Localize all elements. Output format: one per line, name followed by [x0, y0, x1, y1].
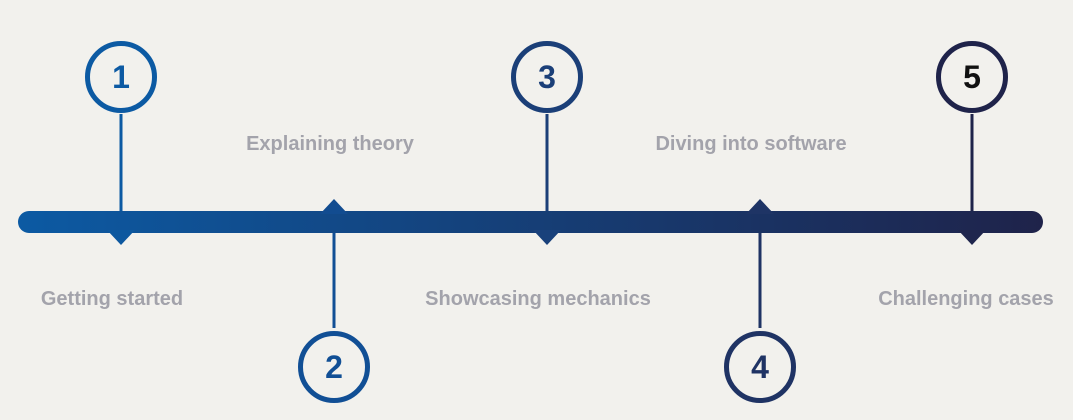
step-3-circle: 3	[511, 41, 583, 113]
step-4-label: Diving into software	[655, 133, 847, 155]
step-5-number: 5	[963, 59, 981, 95]
step-5-circle: 5	[936, 41, 1008, 113]
step-4-circle: 4	[724, 331, 796, 403]
step-1-number: 1	[112, 59, 130, 95]
step-1-circle: 1	[85, 41, 157, 113]
pointer-2	[320, 199, 348, 214]
pointer-1	[107, 230, 135, 245]
pointer-4	[746, 199, 774, 214]
pointer-5	[958, 230, 986, 245]
step-2-circle: 2	[298, 331, 370, 403]
step-2-number: 2	[325, 349, 343, 385]
step-1-label: Getting started	[40, 288, 184, 310]
step-5-label: Challenging cases	[878, 288, 1054, 310]
step-4-number: 4	[751, 349, 769, 385]
timeline-bar	[18, 211, 1043, 233]
step-2-label: Explaining theory	[246, 133, 414, 155]
step-3-number: 3	[538, 59, 556, 95]
pointer-3	[533, 230, 561, 245]
step-3-label: Showcasing mechanics	[425, 288, 651, 310]
